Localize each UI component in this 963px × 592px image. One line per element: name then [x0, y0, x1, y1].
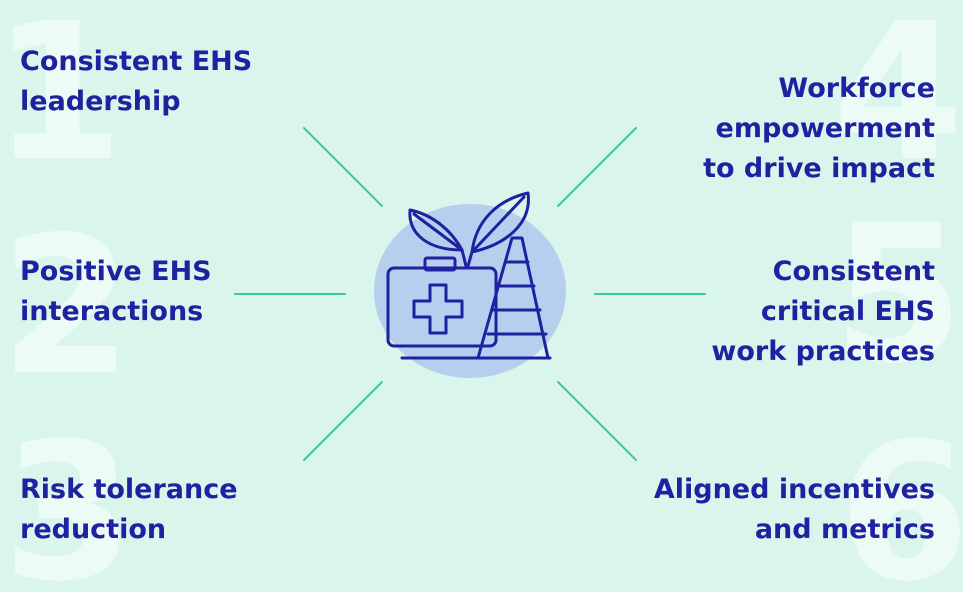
item-1-number: 1: [0, 0, 125, 203]
item-4-label: Workforce empowerment to drive impact: [703, 69, 935, 189]
connector-1: [303, 127, 383, 207]
item-3-number: 3: [2, 402, 135, 592]
item-6-line: and metrics: [754, 514, 935, 545]
item-4-number: 4: [832, 0, 963, 203]
item-1-line: Consistent EHS: [20, 46, 253, 77]
item-4-line: to drive impact: [703, 153, 935, 184]
connector-4: [557, 127, 637, 207]
item-3-label: Risk tolerance reduction: [20, 470, 238, 550]
item-6-label: Aligned incentives and metrics: [654, 470, 935, 550]
item-5-number: 5: [832, 184, 963, 405]
item-1-line: leadership: [20, 86, 181, 117]
connector-3: [303, 381, 383, 461]
item-5-label: Consistent critical EHS work practices: [711, 252, 935, 372]
item-4-line: empowerment: [715, 113, 935, 144]
connector-6: [557, 381, 637, 461]
item-5-line: Consistent: [772, 256, 935, 287]
item-2-number: 2: [0, 196, 133, 417]
item-2-line: interactions: [20, 296, 204, 327]
item-6-line: Aligned incentives: [653, 474, 935, 505]
item-4-line: Workforce: [778, 73, 935, 104]
first-aid-kit-plant-cone-icon: [374, 191, 566, 378]
item-6-number: 6: [838, 402, 963, 592]
item-5-line: work practices: [711, 336, 935, 367]
item-3-line: reduction: [20, 514, 167, 545]
item-2-line: Positive EHS: [20, 256, 212, 287]
item-5-line: critical EHS: [760, 296, 935, 327]
item-1-label: Consistent EHS leadership: [20, 42, 252, 122]
item-2-label: Positive EHS interactions: [20, 252, 212, 332]
item-3-line: Risk tolerance: [20, 474, 238, 505]
